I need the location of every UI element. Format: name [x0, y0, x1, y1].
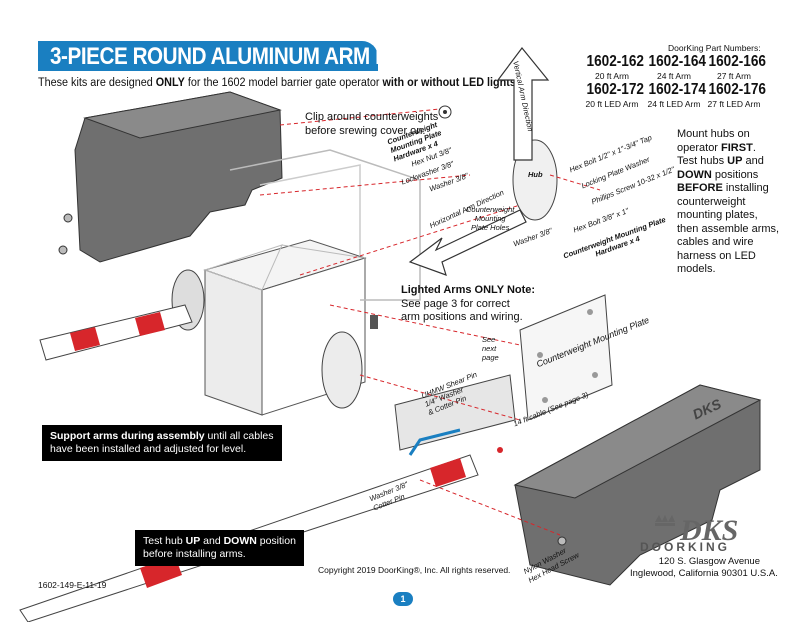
document-code: 1602-149-E-11-19: [38, 580, 107, 590]
company-address: 120 S. Glasgow Avenue Inglewood, Califor…: [630, 556, 778, 579]
callout-support-arms: Support arms during assembly until all c…: [42, 425, 282, 461]
page-title: 3-PIECE ROUND ALUMINUM ARM KITS: [50, 43, 421, 70]
label-hub: Hub: [528, 170, 543, 179]
doorking-brand: DOORKING: [640, 540, 730, 554]
vertical-arrow: [496, 47, 550, 161]
page-number: 1: [393, 592, 413, 606]
title-bar: [38, 41, 378, 71]
svg-text:DKS: DKS: [679, 514, 738, 544]
copyright: Copyright 2019 DoorKing®, Inc. All right…: [318, 565, 511, 575]
note-mount-hubs: Mount hubs on operator FIRST. Test hubs …: [677, 128, 780, 275]
callout-test-hub: Test hub UP and DOWN position before ins…: [135, 530, 304, 566]
note-lighted-arms: Lighted Arms ONLY Note: See page 3 for c…: [401, 284, 536, 323]
counterweight-plate: [519, 294, 613, 421]
counterweight-cover-left: [58, 91, 283, 263]
dks-logo: DKS: [655, 514, 738, 544]
horizontal-arrow: [408, 209, 527, 276]
counterweight-cover-right: [513, 384, 762, 586]
arm-upper: [39, 304, 193, 361]
part-numbers-heading: DoorKing Part Numbers:: [668, 43, 761, 53]
lower-bracket: [394, 374, 516, 456]
subtitle: These kits are designed ONLY for the 160…: [38, 77, 519, 89]
